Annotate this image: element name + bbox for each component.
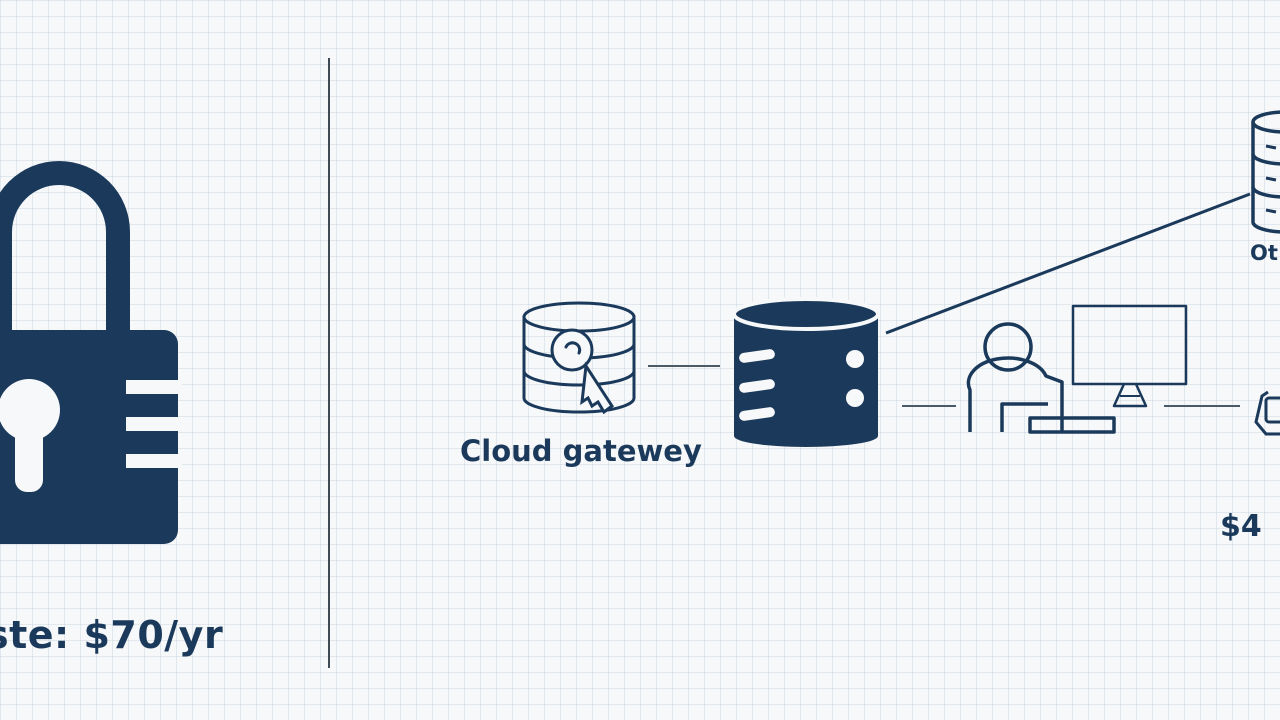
cloud-gateway-label: Cloud gatewey bbox=[460, 434, 702, 468]
user-computer-icon bbox=[966, 304, 1188, 434]
price-label-left: ste: $70/yr bbox=[0, 613, 224, 657]
price-label-right: $4 bbox=[1220, 509, 1262, 544]
connector-server-database bbox=[885, 192, 1251, 335]
database-stack-icon bbox=[1251, 110, 1280, 234]
database-label: Ot bbox=[1250, 241, 1278, 265]
padlock-icon bbox=[0, 161, 182, 544]
database-key-icon bbox=[522, 301, 636, 415]
server-icon bbox=[732, 297, 880, 447]
router-icon bbox=[1254, 390, 1280, 436]
